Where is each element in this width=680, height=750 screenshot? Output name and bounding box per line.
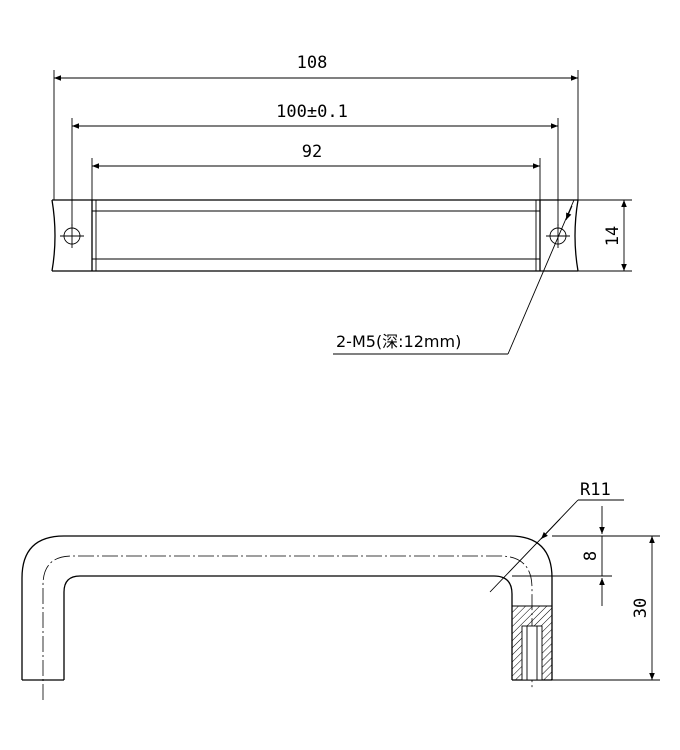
height-label: 14 [603,226,623,246]
dimension-overall-length: 108 [53,53,579,200]
hole-spacing-label: 100±0.1 [276,102,348,122]
dimension-total-height: 30 [552,535,660,681]
bar-thickness-label: 8 [581,551,601,561]
top-view: 108 100±0.1 92 14 2-M5(深:12m [51,53,632,355]
handle-body-top [51,199,579,272]
dimension-bar-thickness: 8 [512,506,612,606]
dimension-hole-spacing: 100±0.1 [71,102,559,226]
dimension-inner-length: 92 [91,142,541,200]
radius-leader: R11 [489,480,624,593]
inner-length-label: 92 [302,142,322,162]
mounting-hole-left [60,224,84,248]
dimension-height: 14 [578,199,632,272]
hole-note-leader: 2-M5(深:12mm) [333,199,575,355]
bend-radius-label: R11 [580,480,611,500]
hole-note-label: 2-M5(深:12mm) [336,332,461,351]
overall-length-label: 108 [297,53,328,73]
mounting-hole-right [546,224,570,248]
total-height-label: 30 [631,598,651,618]
tapped-hole-section [512,605,552,681]
handle-profile-side [21,535,553,700]
side-view: R11 8 30 [21,480,660,700]
